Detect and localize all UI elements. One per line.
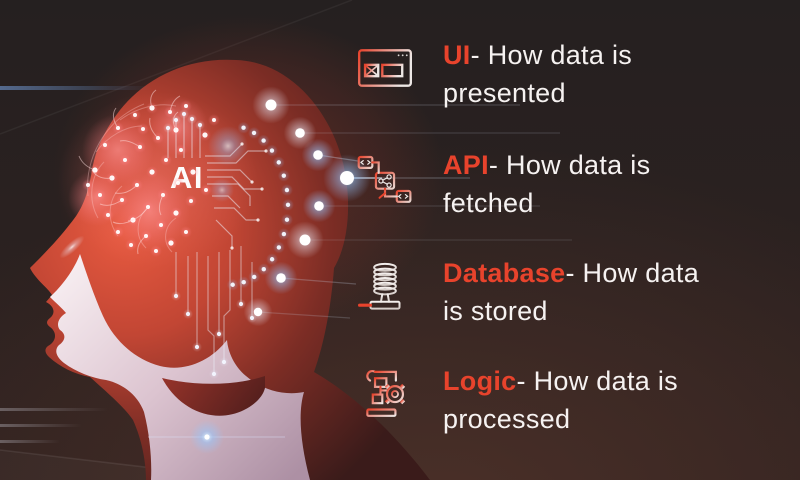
feature-desc-line2: processed [443, 404, 571, 434]
feature-text: Database- How data is stored [443, 254, 793, 330]
feature-desc: - How data is [488, 150, 651, 180]
feature-title: Database [443, 258, 566, 288]
light-streak [0, 86, 152, 90]
feature-title: UI [443, 40, 471, 70]
lens-flare [148, 420, 285, 454]
ai-label: AI [170, 160, 204, 195]
circuit-traces [167, 116, 266, 248]
light-streak [0, 440, 60, 443]
feature-desc-line2: fetched [443, 188, 534, 218]
feature-desc: - How data [565, 258, 700, 288]
feature-desc: - How data is [470, 40, 633, 70]
database-icon [358, 262, 412, 310]
feature-title: Logic [443, 366, 517, 396]
feature-desc-line2: is stored [443, 296, 548, 326]
logic-gear-icon [366, 370, 408, 417]
neck-shadow [162, 376, 265, 416]
light-streak [0, 424, 82, 427]
face-profile [50, 254, 310, 480]
feature-text: API- How data is fetched [443, 146, 793, 222]
browser-window-icon [357, 49, 413, 94]
nose-highlight [59, 235, 85, 259]
api-nodes-icon [357, 155, 412, 203]
light-streak [0, 408, 108, 411]
feature-text: UI- How data is presented [443, 36, 793, 112]
connector-lines [257, 104, 572, 319]
feature-title: API [443, 150, 489, 180]
circuit-drops [175, 246, 253, 374]
feature-desc: - How data is [516, 366, 678, 396]
feature-text: Logic- How data is processed [443, 362, 793, 438]
neuron-dots [78, 86, 371, 379]
feature-desc-line2: presented [443, 78, 566, 108]
